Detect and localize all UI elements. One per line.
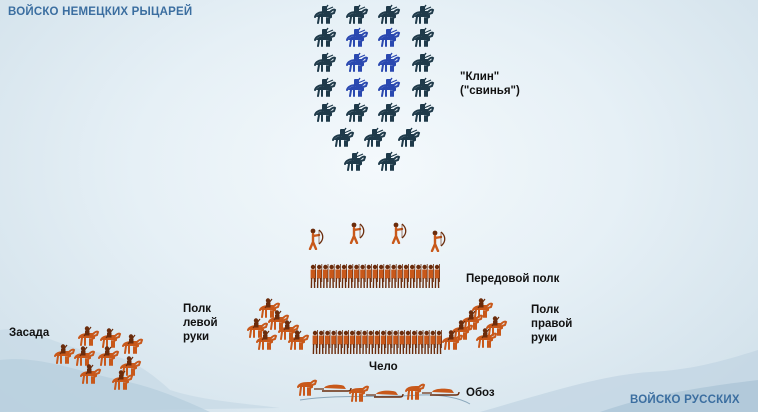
sled-icon <box>348 384 404 404</box>
knight-icon <box>411 27 435 47</box>
knight-icon <box>345 52 369 72</box>
cavalry-icon <box>76 326 100 346</box>
cavalry-icon <box>120 334 144 354</box>
cavalry-icon <box>96 346 120 366</box>
cavalry-icon <box>266 310 290 330</box>
cavalry-icon <box>78 364 102 384</box>
cavalry-icon <box>484 316 508 336</box>
polk-levoy-ruki-label: Полк левой руки <box>183 303 218 343</box>
knight-icon <box>345 4 369 24</box>
klin-label: "Клин" ("свинья") <box>460 71 520 97</box>
knight-icon <box>313 52 337 72</box>
knight-icon <box>377 52 401 72</box>
cavalry-icon <box>257 298 281 318</box>
knight-icon <box>331 127 355 147</box>
knight-icon <box>345 77 369 97</box>
cavalry-icon <box>110 370 134 390</box>
knight-icon <box>411 52 435 72</box>
cavalry-icon <box>118 356 142 376</box>
cavalry-icon <box>474 328 498 348</box>
russian-army-title: ВОЙСКО РУССКИХ <box>630 394 740 406</box>
knight-icon <box>377 102 401 122</box>
sled-icon <box>296 378 352 398</box>
knight-icon <box>313 27 337 47</box>
cavalry-icon <box>440 330 464 350</box>
knight-icon <box>363 127 387 147</box>
archer-icon <box>427 230 447 253</box>
knight-icon <box>377 77 401 97</box>
cavalry-icon <box>460 310 484 330</box>
knight-icon <box>343 151 367 171</box>
sled-icon <box>404 382 460 402</box>
archer-icon <box>305 228 325 251</box>
knight-icon <box>411 4 435 24</box>
peredovoy-polk-label: Передовой полк <box>466 273 560 285</box>
knight-icon <box>411 77 435 97</box>
knight-icon <box>313 77 337 97</box>
cavalry-icon <box>245 318 269 338</box>
knight-icon <box>411 102 435 122</box>
knight-icon <box>313 4 337 24</box>
archer-icon <box>346 222 366 245</box>
cavalry-icon <box>470 298 494 318</box>
infantry-row-icon <box>312 330 446 356</box>
knight-icon <box>397 127 421 147</box>
cavalry-icon <box>72 346 96 366</box>
german-army-title: ВОЙСКО НЕМЕЦКИХ РЫЦАРЕЙ <box>8 6 193 18</box>
cavalry-icon <box>286 330 310 350</box>
cavalry-icon <box>52 344 76 364</box>
polk-pravoy-ruki-label: Полк правой руки <box>531 304 573 344</box>
oboz-label: Обоз <box>466 387 495 399</box>
knight-icon <box>377 27 401 47</box>
cavalry-icon <box>98 328 122 348</box>
zasada-label: Засада <box>9 327 50 339</box>
knight-icon <box>345 27 369 47</box>
cavalry-icon <box>254 330 278 350</box>
knight-icon <box>377 151 401 171</box>
knight-icon <box>377 4 401 24</box>
archer-icon <box>388 222 408 245</box>
chelo-label: Чело <box>369 361 398 373</box>
cavalry-icon <box>276 320 300 340</box>
knight-icon <box>313 102 337 122</box>
cavalry-icon <box>450 320 474 340</box>
knight-icon <box>345 102 369 122</box>
infantry-row-icon <box>310 264 444 290</box>
